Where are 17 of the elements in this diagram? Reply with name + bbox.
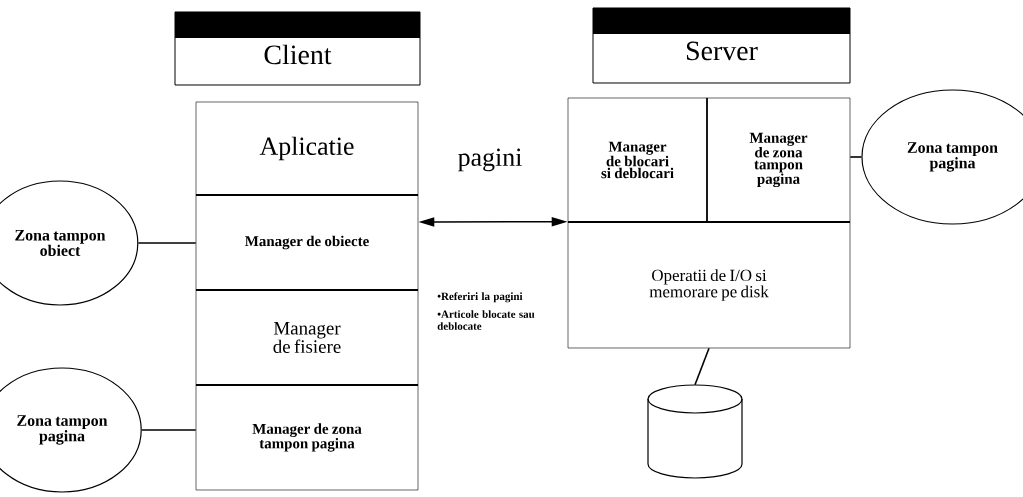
- header-box: Server: [592, 7, 851, 84]
- layer-box: Manager de obiecte: [195, 194, 419, 291]
- connector-line: [694, 347, 710, 386]
- edge-label: pagini: [456, 147, 524, 173]
- layer-box: Manager de blocari si deblocari: [567, 97, 708, 223]
- header-box: Client: [174, 11, 421, 86]
- layer-box: Operatii de I/O si memorare pe disk: [567, 221, 851, 349]
- connector-line: [141, 429, 197, 431]
- layer-box: Manager de zona tampon pagina: [706, 97, 851, 223]
- layer-box: Aplicatie: [195, 101, 419, 196]
- layer-box: Manager de fisiere: [195, 289, 419, 386]
- bullet-note: •Articole blocate sau deblocate: [437, 310, 535, 330]
- layer-box: Manager de zona tampon pagina: [195, 384, 419, 491]
- disk-cylinder: [647, 384, 743, 479]
- connector-line: [849, 156, 863, 158]
- bullet-note: •Referiri la pagini: [437, 292, 523, 303]
- connector-line: [137, 242, 197, 244]
